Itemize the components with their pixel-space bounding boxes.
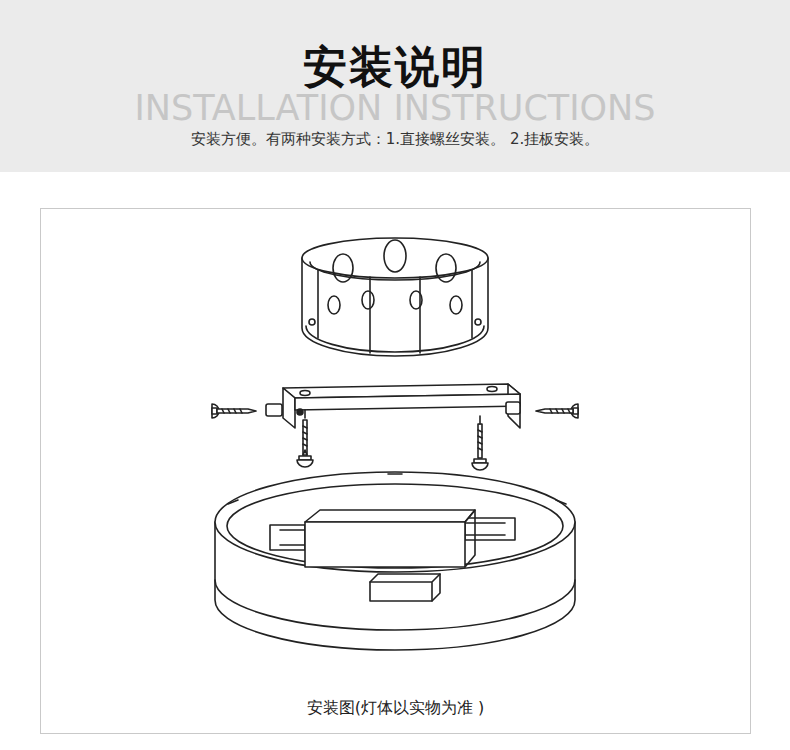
ring-band bbox=[302, 238, 488, 356]
driver-box bbox=[270, 510, 515, 601]
lamp-body bbox=[215, 472, 575, 650]
watermark-heading: INSTALLATION INSTRUCTIONS bbox=[0, 88, 790, 128]
mounting-bracket bbox=[283, 384, 520, 428]
screws bbox=[212, 402, 578, 470]
figure-caption: 安装图(灯体以实物为准 ) bbox=[41, 698, 750, 719]
subtitle-note: 安装方便。有两种安装方式：1.直接螺丝安装。 2.挂板安装。 bbox=[0, 130, 790, 149]
